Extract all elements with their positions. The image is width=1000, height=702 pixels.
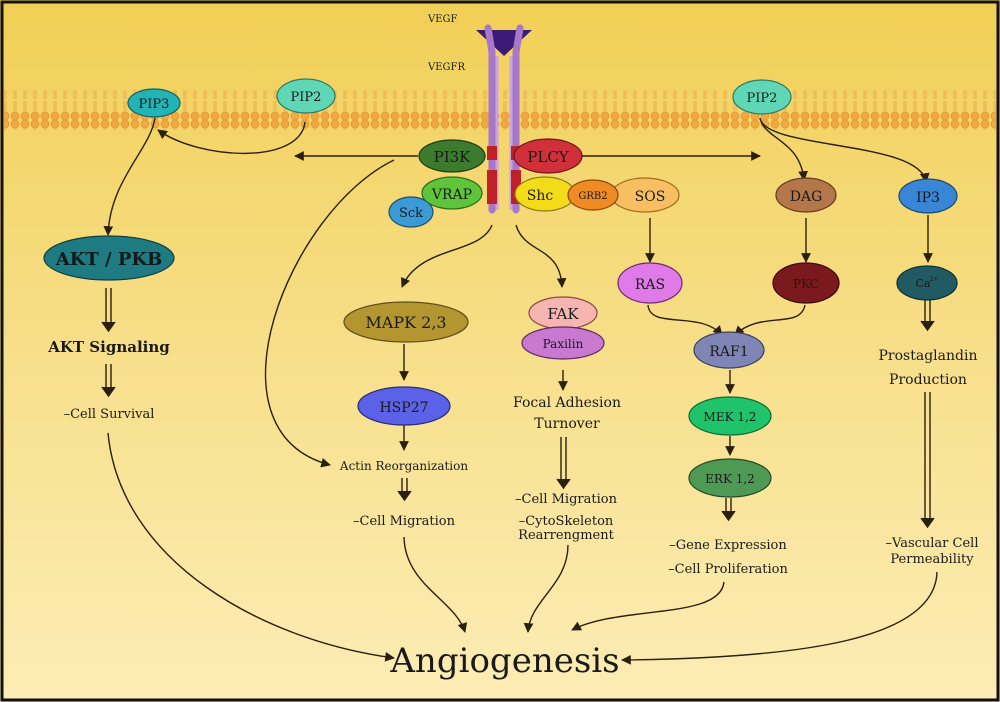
node-pip2-left: PIP2: [276, 78, 336, 114]
cytoskeleton-text: –CytoSkeleton: [519, 514, 614, 529]
vascular-cell-text: –Vascular Cell: [886, 536, 979, 551]
node-pip2-right: PIP2: [732, 79, 792, 115]
dag-label: DAG: [790, 189, 823, 205]
shc-label: Shc: [527, 188, 554, 204]
production-text: Production: [889, 372, 967, 388]
angiogenesis-title: Angiogenesis: [389, 641, 619, 681]
node-shc: Shc: [514, 176, 576, 212]
node-pip3: PIP3: [127, 88, 181, 118]
mek-label: MEK 1,2: [704, 410, 757, 424]
ras-label: RAS: [635, 277, 665, 293]
node-dag: DAG: [775, 177, 837, 213]
node-ca: Ca 2+: [896, 265, 958, 301]
akt-signaling-text: AKT Signaling: [47, 338, 170, 356]
turnover-text: Turnover: [534, 416, 600, 432]
node-mapk: MAPK 2,3: [343, 301, 469, 343]
vegf-label: VEGF: [427, 14, 458, 25]
pip2-left-label: PIP2: [291, 90, 322, 105]
node-paxilin: Paxilin: [521, 326, 605, 360]
node-ip3: IP3: [898, 178, 958, 214]
node-plcy: PLCY: [513, 138, 583, 174]
grb2-label: GRB2: [578, 191, 607, 202]
node-fak: FAK: [528, 296, 598, 330]
pkc-label: PKC: [793, 277, 819, 291]
node-raf1: RAF1: [693, 331, 765, 369]
plcy-label: PLCY: [527, 148, 570, 166]
ip3-label: IP3: [916, 190, 940, 206]
akt-pkb-label: AKT / PKB: [55, 249, 163, 270]
fak-label: FAK: [547, 305, 579, 323]
node-pi3k: PI3K: [418, 139, 486, 173]
sos-label: SOS: [635, 189, 666, 205]
node-vrap: VRAP: [421, 176, 483, 210]
node-grb2: GRB2: [567, 179, 619, 211]
mapk-label: MAPK 2,3: [365, 313, 446, 332]
node-sck: Sck: [388, 196, 434, 228]
cell-survival-text: –Cell Survival: [64, 407, 155, 422]
vrap-label: VRAP: [431, 187, 472, 203]
rearrengment-text: Rearrengment: [518, 528, 614, 543]
pip3-label: PIP3: [139, 97, 170, 112]
pip2-right-label: PIP2: [747, 91, 778, 106]
cell-migration-mid-text: –Cell Migration: [353, 514, 456, 529]
pi3k-label: PI3K: [434, 148, 472, 166]
hsp27-label: HSP27: [379, 400, 428, 416]
vegfr-label: VEGFR: [427, 62, 465, 73]
permeability-text: Permeability: [890, 552, 974, 567]
paxilin-label: Paxilin: [543, 337, 584, 351]
node-erk: ERK 1,2: [688, 458, 772, 498]
focal-adhesion-text: Focal Adhesion: [513, 395, 621, 411]
actin-text: Actin Reorganization: [339, 459, 468, 473]
node-mek: MEK 1,2: [688, 396, 772, 436]
node-sos: SOS: [610, 177, 680, 213]
ca-label: Ca: [916, 277, 931, 290]
node-hsp27: HSP27: [357, 386, 451, 426]
erk-label: ERK 1,2: [705, 472, 755, 486]
cell-migration-fak-text: –Cell Migration: [515, 492, 618, 507]
node-pkc: PKC: [772, 262, 840, 304]
arrows: [103, 117, 938, 665]
ca-superscript: 2+: [930, 276, 939, 283]
raf1-label: RAF1: [709, 344, 748, 360]
double-arrows: [101, 288, 935, 529]
node-ras: RAS: [617, 262, 683, 304]
prostaglandin-text: Prostaglandin: [879, 348, 978, 364]
gene-expression-text: –Gene Expression: [669, 538, 787, 553]
cell-proliferation-text: –Cell Proliferation: [668, 562, 788, 577]
node-akt-pkb: AKT / PKB: [43, 235, 175, 281]
sck-label: Sck: [399, 206, 423, 221]
